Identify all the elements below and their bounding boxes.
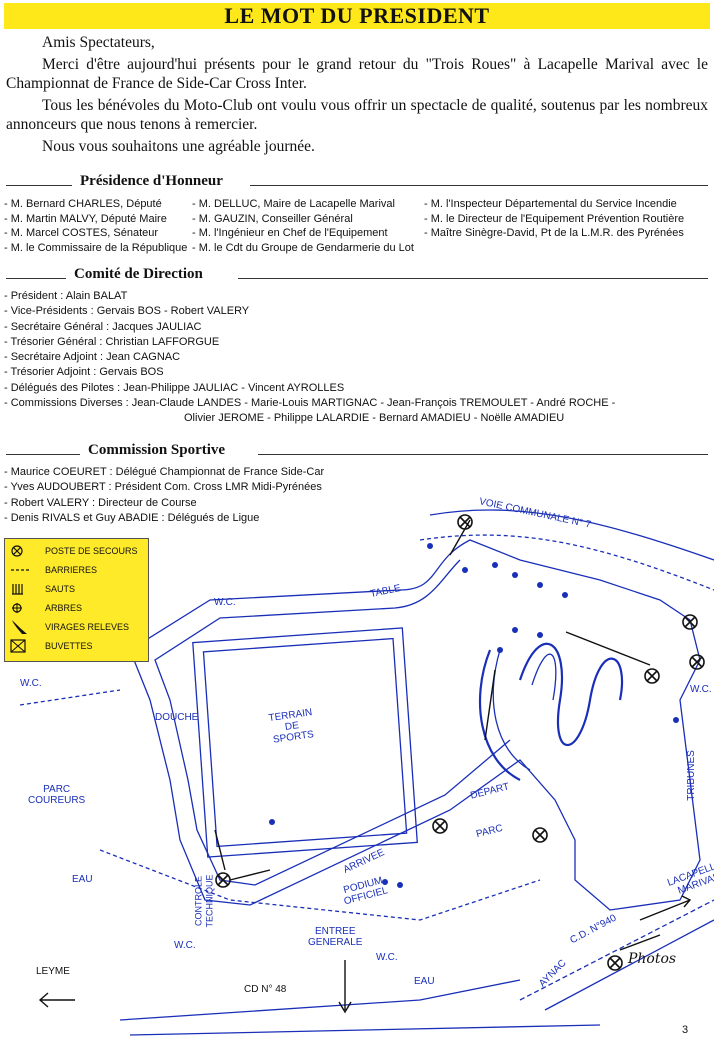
- list-item: - M. le Cdt du Groupe de Gendarmerie du …: [192, 241, 414, 254]
- legend-item: BUVETTES: [5, 638, 148, 654]
- intro-greeting: Amis Spectateurs,: [42, 34, 155, 51]
- label-controle: CONTROLE TECHNIQUE: [193, 874, 215, 928]
- label-terrain: TERRAIN DE SPORTS: [267, 707, 315, 746]
- section-title: Commission Sportive: [88, 442, 226, 458]
- buvette-icon: [10, 639, 26, 653]
- list-item: - M. Marcel COSTES, Sénateur: [4, 227, 159, 240]
- road-cd-940: [519, 899, 714, 1001]
- label-tribunes: TRIBUNES: [685, 750, 697, 801]
- list-item: - M. DELLUC, Maire de Lacapelle Marival: [192, 198, 395, 210]
- track-serpentine: [478, 642, 624, 781]
- list-item: - Président : Alain BALAT: [4, 290, 128, 302]
- intro-paragraph: Tous les bénévoles du Moto-Club ont voul…: [6, 97, 708, 133]
- title-bar: LE MOT DU PRESIDENT: [4, 3, 710, 29]
- list-item: - M. le Commissaire de la République: [4, 241, 188, 254]
- section-heading-presidence: Présidence d'Honneur: [6, 170, 708, 190]
- page-title: LE MOT DU PRESIDENT: [224, 3, 490, 28]
- list-item: - M. l'Ingénieur en Chef de l'Equipement: [192, 227, 388, 240]
- list-item: - M. Bernard CHARLES, Député: [4, 198, 162, 210]
- list-item: - Vice-Présidents : Gervais BOS - Robert…: [4, 305, 250, 318]
- legend-label: SAUTS: [45, 584, 76, 594]
- legend-item: ARBRES: [5, 600, 148, 616]
- virage-releve-icon: [12, 620, 27, 634]
- intro-text: Amis Spectateurs, Merci d'être aujourd'h…: [6, 33, 708, 159]
- list-item: - Délégués des Pilotes : Jean-Philippe J…: [4, 381, 345, 394]
- label-douche: DOUCHE: [155, 712, 199, 723]
- section-heading-comite: Comité de Direction: [6, 263, 708, 283]
- list-item: - M. le Directeur de l'Equipement Préven…: [424, 212, 685, 225]
- list-item: - Robert VALERY : Directeur de Course: [4, 496, 197, 509]
- list-item: - M. Martin MALVY, Député Maire: [4, 212, 167, 225]
- legend-item: SAUTS: [5, 581, 148, 597]
- legend-label: BARRIERES: [45, 565, 98, 575]
- legend-item: VIRAGES RELEVES: [5, 619, 148, 635]
- legend-label: POSTE DE SECOURS: [45, 546, 138, 556]
- label-wc: W.C.: [174, 940, 196, 951]
- label-photos: Photos: [628, 951, 677, 967]
- track-outline: [129, 539, 701, 911]
- list-item: Olivier JEROME - Philippe LALARDIE - Ber…: [184, 412, 565, 425]
- label-wc: W.C.: [376, 952, 398, 963]
- list-item: - M. GAUZIN, Conseiller Général: [192, 212, 353, 225]
- map-legend: POSTE DE SECOURS BARRIERES SAUTS ARBRES …: [4, 538, 149, 662]
- road-cd-48: [119, 979, 521, 1021]
- label-eau: EAU: [414, 976, 435, 987]
- fence-dashed: [99, 849, 541, 921]
- barrieres-icon: [11, 569, 29, 571]
- legend-item: POSTE DE SECOURS: [5, 543, 148, 559]
- label-parc-coureurs: PARC COUREURS: [28, 784, 86, 806]
- label-leyme: LEYME: [36, 966, 70, 977]
- list-item: - Trésorier Adjoint : Gervais BOS: [4, 366, 164, 379]
- section-heading-sportive: Commission Sportive: [6, 439, 708, 459]
- comite-list: - Président : Alain BALAT - Vice-Préside…: [4, 289, 710, 427]
- intro-paragraph: Merci d'être aujourd'hui présents pour l…: [6, 56, 708, 92]
- poste-secours-icon: [11, 545, 23, 557]
- label-wc: W.C.: [20, 678, 42, 689]
- list-item: - Secrétaire Général : Jacques JAULIAC: [4, 320, 202, 333]
- legend-label: ARBRES: [45, 603, 83, 613]
- label-eau: EAU: [72, 874, 93, 885]
- terrain-de-sports: [192, 627, 418, 858]
- section-title: Présidence d'Honneur: [80, 173, 223, 189]
- legend-item: BARRIERES: [5, 562, 148, 578]
- list-item: - M. l'Inspecteur Départemental du Servi…: [424, 198, 677, 210]
- label-wc: W.C.: [214, 597, 236, 608]
- sauts-icon: [12, 584, 23, 595]
- list-item: - Commissions Diverses : Jean-Claude LAN…: [4, 397, 616, 410]
- list-item: - Secrétaire Adjoint : Jean CAGNAC: [4, 351, 181, 364]
- list-item: - Denis RIVALS et Guy ABADIE : Délégués …: [4, 511, 260, 524]
- label-entree: ENTREE GENERALE: [308, 926, 363, 948]
- sportive-list: - Maurice COEURET : Délégué Championnat …: [4, 465, 710, 526]
- list-item: - Trésorier Général : Christian LAFFORGU…: [4, 335, 220, 348]
- label-cd48: CD N° 48: [244, 984, 287, 995]
- road-voie-communale: [429, 509, 714, 561]
- list-item: - Maurice COEURET : Délégué Championnat …: [4, 466, 325, 478]
- legend-label: VIRAGES RELEVES: [45, 622, 130, 632]
- legend-label: BUVETTES: [45, 641, 93, 651]
- page-number: 3: [682, 1024, 689, 1036]
- tree-icon: [12, 603, 22, 613]
- section-title: Comité de Direction: [74, 266, 203, 282]
- list-item: - Yves AUDOUBERT : Président Com. Cross …: [4, 481, 322, 494]
- label-wc: W.C.: [690, 684, 712, 695]
- intro-paragraph: Nous vous souhaitons une agréable journé…: [42, 138, 315, 155]
- list-item: - Maître Sinègre-David, Pt de la L.M.R. …: [424, 227, 684, 240]
